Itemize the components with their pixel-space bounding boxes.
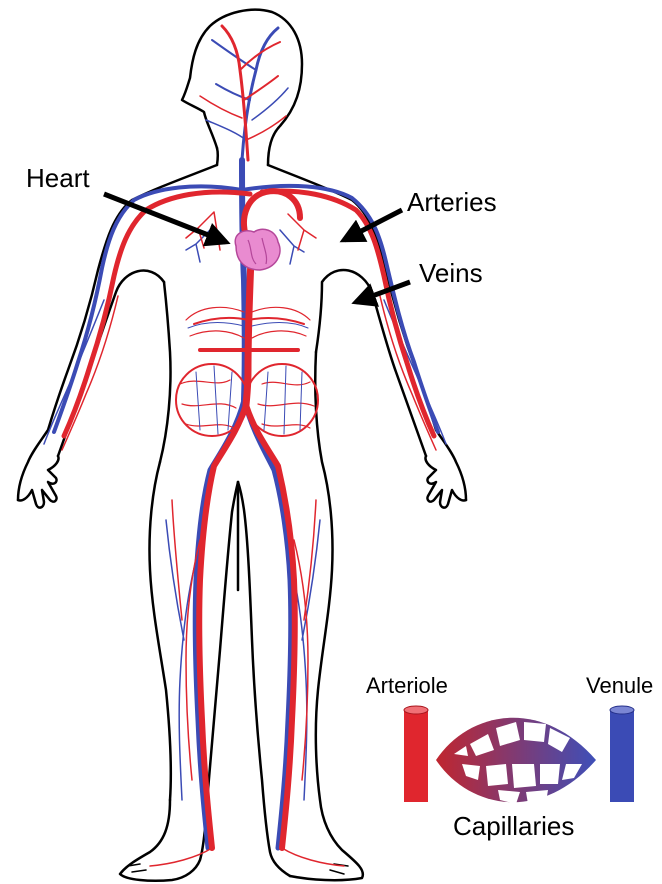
arteriole-tube (404, 706, 428, 802)
veins (44, 28, 446, 848)
arteriole-label: Arteriole (366, 673, 448, 698)
body-outline (18, 10, 466, 881)
venule-label: Venule (586, 673, 653, 698)
arteries (62, 26, 436, 866)
veins-label: Veins (419, 258, 483, 288)
venule-tube (610, 706, 634, 802)
capillary-bed-inset (404, 706, 634, 804)
heart-organ (235, 229, 280, 270)
veins-pointer-arrow (356, 282, 410, 302)
arteries-label: Arteries (407, 187, 497, 217)
capillaries-label: Capillaries (453, 811, 574, 841)
heart-label: Heart (26, 163, 90, 193)
